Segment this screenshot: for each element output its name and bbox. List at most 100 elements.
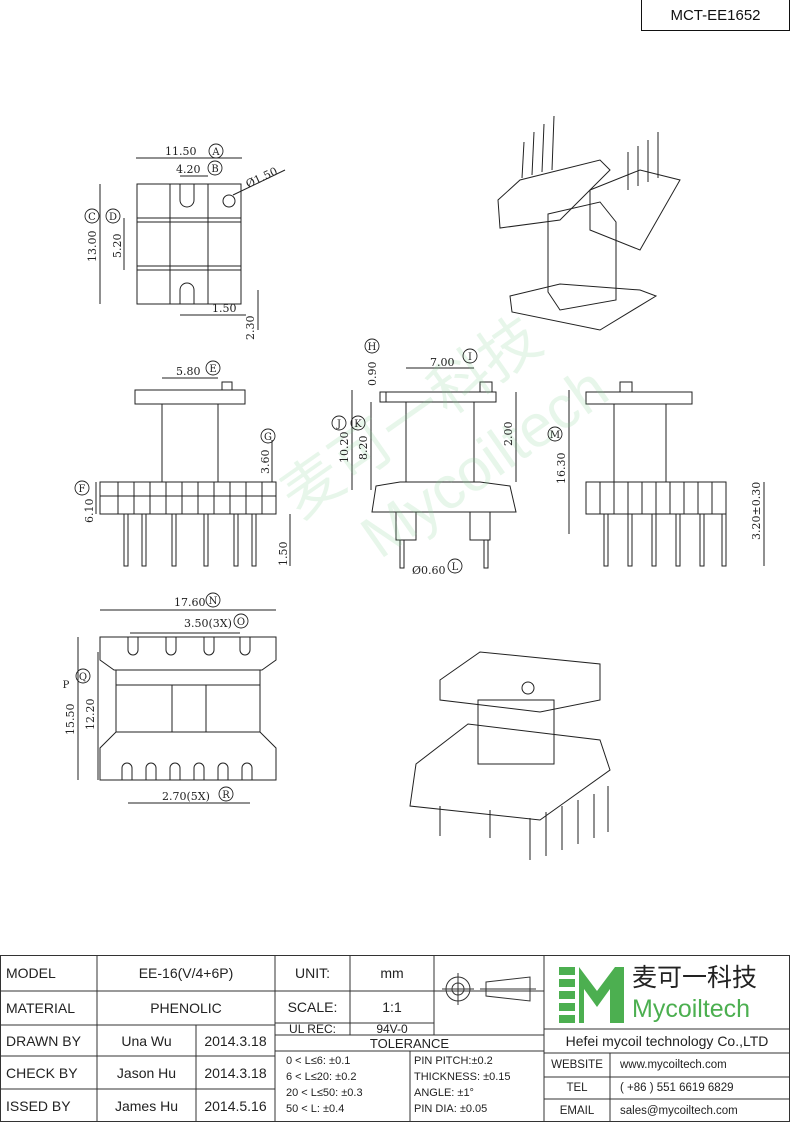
check-label: CHECK BY: [6, 1064, 78, 1081]
issued-label: ISSED BY: [6, 1097, 71, 1114]
title-block: MODEL EE-16(V/4+6P) MATERIAL PHENOLIC DR…: [0, 955, 790, 1122]
letter-a: A: [211, 147, 220, 158]
letter-g: G: [264, 432, 272, 443]
tol-other: PIN PITCH:±0.2: [414, 1055, 493, 1067]
logo-mark: [559, 967, 624, 1023]
dim-pin-len: 1.50: [277, 542, 290, 567]
letter-c: C: [88, 212, 96, 223]
drawn-date: 2014.3.18: [204, 1032, 267, 1049]
tol-line: 20 < L≤50: ±0.3: [286, 1087, 363, 1099]
letter-j: J: [336, 419, 341, 430]
letter-e: E: [209, 364, 216, 375]
front-pins: [123, 513, 257, 567]
dim-q: 12.20: [84, 699, 97, 731]
dim-r: 2.70(5X): [162, 790, 210, 803]
tel-label: TEL: [566, 1082, 588, 1094]
dim-i: 7.00: [430, 356, 455, 369]
check-name: Jason Hu: [116, 1064, 177, 1081]
tolerance-lines: 0 < L≤6: ±0.1 6 < L≤20: ±0.2 20 < L≤50: …: [286, 1053, 408, 1117]
letter-r: R: [222, 790, 230, 801]
unit-label: UNIT:: [295, 965, 330, 981]
material-label: MATERIAL: [6, 1000, 75, 1016]
letter-f: F: [79, 484, 86, 495]
website-value[interactable]: www.mycoiltech.com: [620, 1059, 727, 1071]
logo-cn: 麦可一科技: [632, 963, 758, 992]
technical-drawing: 麦可一科技 Mycoiltech 11.50 4.20 Ø1.50 13.00 …: [63, 115, 765, 860]
dim-b: 4.20: [176, 163, 201, 176]
issued-date: 2014.5.16: [204, 1097, 267, 1114]
iso-top-pins: [521, 115, 659, 190]
dim-k: 8.20: [357, 436, 370, 461]
tel-value: ( +86 ) 551 6619 6829: [620, 1082, 734, 1094]
dim-n: 17.60: [174, 596, 206, 609]
letter-l: L: [452, 562, 459, 573]
bottom-top-slots: [127, 637, 251, 656]
ul-label: UL REC:: [289, 1022, 336, 1036]
tol-line: 0 < L≤6: ±0.1: [286, 1055, 351, 1067]
dim-hole: Ø1.50: [244, 165, 280, 191]
right-view: [568, 381, 765, 567]
dim-h: 0.90: [366, 362, 379, 387]
part-number-box: MCT-EE1652: [641, 0, 790, 31]
letter-n: N: [209, 596, 218, 607]
letter-i: I: [468, 352, 472, 363]
issued-name: James Hu: [114, 1097, 179, 1114]
dim-o: 3.50(3X): [184, 617, 232, 630]
dim-pin-ext: 3.20±0.30: [750, 482, 763, 540]
model-value: EE-16(V/4+6P): [138, 965, 234, 981]
dim-a: 11.50: [165, 145, 197, 158]
tol-other: THICKNESS: ±0.15: [414, 1071, 511, 1083]
tol-other: PIN DIA: ±0.05: [414, 1103, 488, 1115]
model-label: MODEL: [6, 965, 56, 981]
dim-p: 15.50: [64, 704, 77, 736]
part-number: MCT-EE1652: [670, 6, 761, 24]
iso-view-top: [497, 115, 681, 331]
dim-slot-h: 2.30: [244, 316, 257, 341]
tolerance-other: PIN PITCH:±0.2 THICKNESS: ±0.15 ANGLE: ±…: [414, 1053, 542, 1117]
email-label: EMAIL: [559, 1104, 595, 1117]
tol-other: ANGLE: ±1°: [414, 1087, 474, 1099]
unit-value: mm: [380, 965, 404, 981]
material-value: PHENOLIC: [150, 1000, 222, 1016]
dim-g: 3.60: [259, 450, 272, 475]
dim-e: 5.80: [176, 365, 201, 378]
letter-k: K: [354, 419, 362, 430]
letter-q: Q: [79, 672, 87, 683]
iso-view-bottom: [409, 651, 611, 860]
company-name: Hefei mycoil technology Co.,LTD: [565, 1033, 769, 1049]
right-pins: [603, 513, 727, 567]
title-block-grid: [0, 955, 790, 1122]
front-teeth: [117, 482, 263, 514]
right-teeth: [599, 482, 713, 514]
bottom-bottom-slots: [121, 762, 253, 780]
dim-j: 10.20: [338, 432, 351, 464]
dim-m: 16.30: [555, 453, 568, 485]
drawn-label: DRAWN BY: [6, 1032, 81, 1049]
scale-value: 1:1: [382, 999, 402, 1015]
tol-line: 50 < L: ±0.4: [286, 1103, 345, 1115]
dim-f: 6.10: [83, 499, 96, 524]
tol-line: 6 < L≤20: ±0.2: [286, 1071, 357, 1083]
ul-value: 94V-0: [376, 1022, 408, 1036]
letter-m: M: [550, 430, 560, 441]
dim-l: Ø0.60: [412, 564, 446, 577]
letter-o: O: [237, 617, 245, 628]
letter-p: P: [63, 680, 70, 691]
bottom-view: [77, 609, 277, 804]
top-view: [99, 157, 286, 330]
tolerance-label: TOLERANCE: [369, 1035, 450, 1051]
drawn-name: Una Wu: [121, 1032, 172, 1049]
front-view: [95, 377, 291, 567]
email-value[interactable]: sales@mycoiltech.com: [620, 1104, 738, 1117]
iso-bottom-pins: [439, 786, 609, 860]
dim-c: 13.00: [86, 231, 99, 263]
website-label: WEBSITE: [551, 1059, 603, 1071]
logo-en: Mycoiltech: [632, 994, 751, 1023]
letter-d: D: [109, 212, 117, 223]
check-date: 2014.3.18: [204, 1064, 267, 1081]
side-view: [351, 367, 517, 569]
scale-label: SCALE:: [287, 999, 338, 1015]
letter-h: H: [368, 342, 377, 353]
dim-slot: 1.50: [212, 302, 237, 315]
dim-side-h: 2.00: [502, 422, 515, 447]
